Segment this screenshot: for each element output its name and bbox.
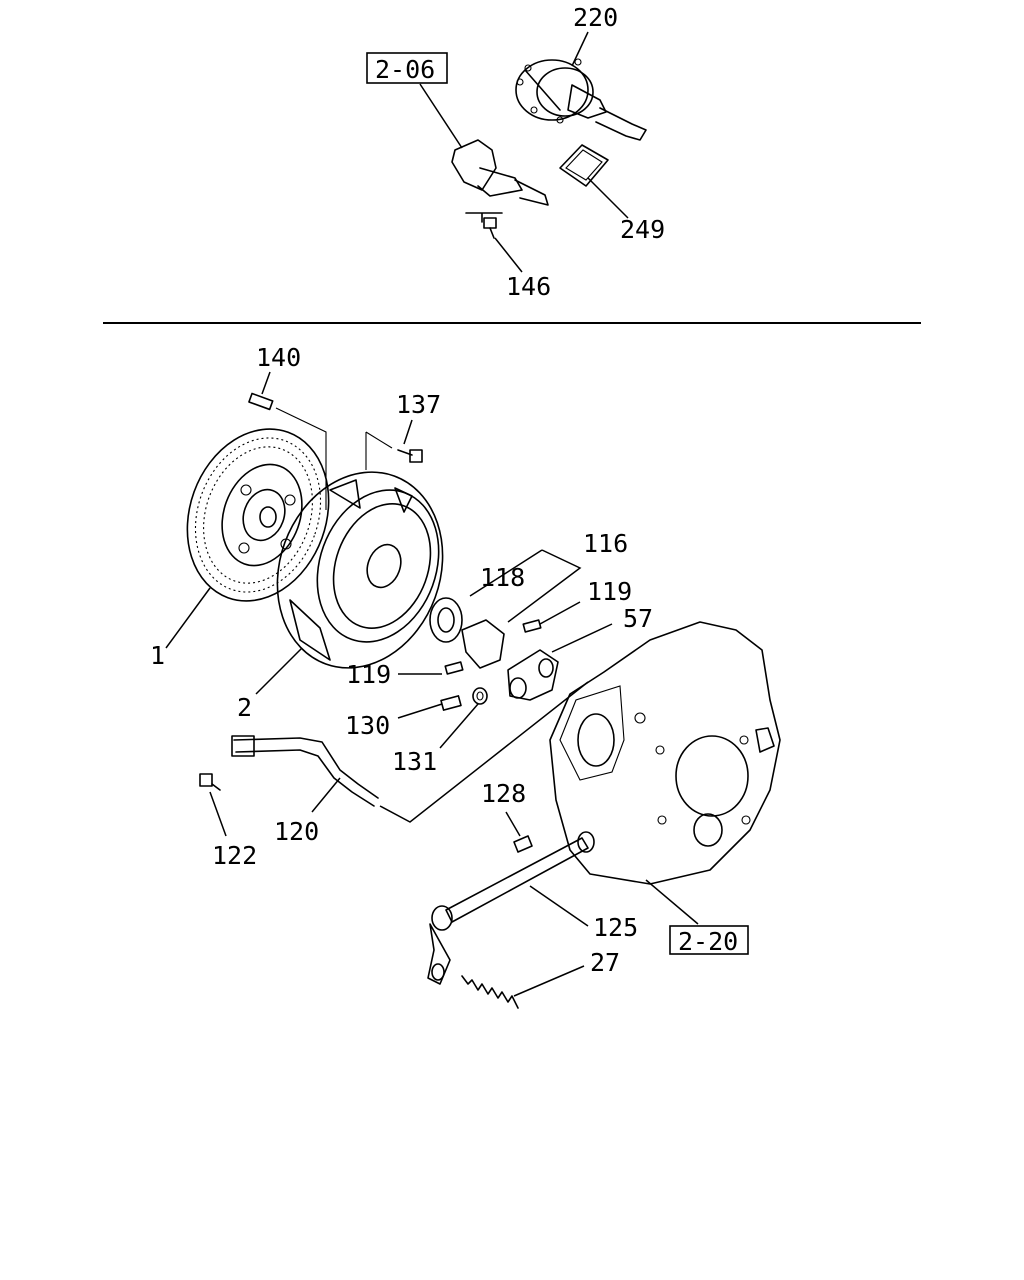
label-1: 1 [150, 641, 165, 670]
part-120-hose[interactable] [231, 735, 379, 807]
part-140-pin[interactable] [248, 392, 274, 411]
part-125-release-shaft[interactable] [427, 831, 595, 985]
label-249: 249 [620, 215, 665, 244]
label-220: 220 [573, 3, 618, 32]
part-122-bleeder[interactable] [199, 773, 221, 791]
part-2-pressure-plate[interactable] [251, 449, 470, 692]
label-120: 120 [274, 817, 319, 846]
part-119-lower[interactable] [444, 661, 464, 675]
label-119-upper: 119 [587, 577, 632, 606]
part-1-clutch-disc[interactable] [164, 409, 352, 621]
part-249-gasket[interactable] [559, 144, 609, 187]
ref-label-2-20: 2-20 [678, 927, 738, 956]
ref-box-2-20[interactable] [669, 925, 749, 955]
label-116: 116 [583, 529, 628, 558]
part-57-release-fork[interactable] [507, 649, 559, 701]
label-125: 125 [593, 913, 638, 942]
part-118-bearing[interactable] [429, 597, 463, 643]
label-130: 130 [345, 711, 390, 740]
part-146-bolt[interactable] [465, 212, 503, 239]
label-128: 128 [481, 779, 526, 808]
release-sleeve[interactable] [461, 619, 505, 669]
label-146: 146 [506, 272, 551, 301]
ref-box-2-06[interactable]: 2-06 [366, 52, 448, 84]
label-122: 122 [212, 841, 257, 870]
part-128-key[interactable] [513, 835, 533, 853]
label-27: 27 [590, 948, 620, 977]
label-137: 137 [396, 390, 441, 419]
part-137-bolt[interactable] [397, 449, 423, 463]
part-130-bolt[interactable] [440, 695, 462, 711]
label-57: 57 [623, 604, 653, 633]
label-2: 2 [237, 693, 252, 722]
label-140: 140 [256, 343, 301, 372]
part-119-upper[interactable] [522, 619, 542, 633]
ref-label-2-06: 2-06 [375, 55, 435, 84]
slave-cylinder-2-06[interactable] [451, 139, 549, 206]
label-118: 118 [480, 563, 525, 592]
part-27-spring[interactable] [461, 975, 519, 1009]
part-220-clutch-booster[interactable] [515, 58, 647, 141]
label-119-lower: 119 [346, 660, 391, 689]
label-131: 131 [392, 747, 437, 776]
part-131-washer[interactable] [472, 687, 488, 705]
transmission-housing-2-20[interactable] [549, 621, 781, 885]
